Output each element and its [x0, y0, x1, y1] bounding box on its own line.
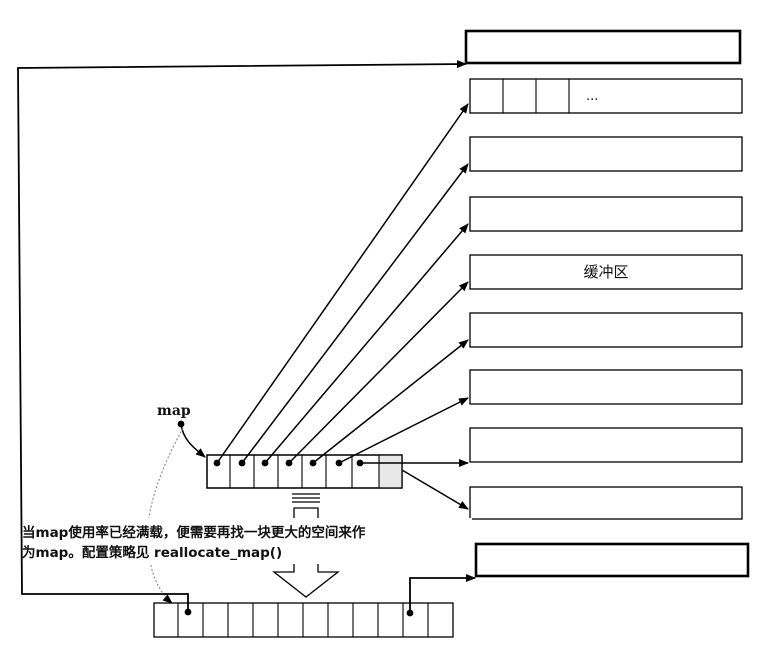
buffer-4-label: 缓冲区 [583, 263, 628, 281]
pointer-node-3 [288, 281, 469, 464]
pointer-node-4 [312, 339, 469, 464]
buffer-3 [469, 196, 743, 232]
node-dot-5 [335, 459, 343, 467]
pointer-new-first [17, 60, 467, 612]
map-pointer-arrow [180, 423, 206, 458]
node-dot-0 [213, 459, 221, 467]
new-buffer [474, 542, 750, 578]
node-dot-4 [309, 459, 317, 467]
pointer-node-1 [241, 163, 469, 464]
buffer-1-label: ... [586, 89, 598, 104]
buffer-5 [469, 312, 743, 348]
note-line-1: 当map使用率已经满载，便需要再找一块更大的空间来作 [22, 524, 366, 541]
node-dot-1 [238, 459, 246, 467]
buffer-7 [469, 427, 743, 463]
buffer-6 [469, 369, 743, 405]
buffer-4: 缓冲区 [469, 254, 743, 290]
buffer-8 [469, 486, 743, 520]
buffer-1: ... [469, 78, 743, 114]
map-redirect-dotted [146, 427, 184, 604]
pointer-new-last [409, 574, 476, 613]
node-dot-6 [356, 459, 364, 467]
buffer-0 [464, 29, 742, 65]
pointer-node-7 [401, 469, 469, 510]
new-map-pointers [17, 60, 476, 617]
map-pointer: map [146, 403, 206, 604]
node-dot-3 [285, 459, 293, 467]
pointer-node-0 [216, 103, 469, 464]
note-line-2: 为map。配置策略见 reallocate_map() [22, 544, 282, 561]
reallocation-note: 当map使用率已经满载，便需要再找一块更大的空间来作 为map。配置策略见 re… [20, 518, 472, 564]
map-label: map [157, 403, 191, 419]
old-map-array [206, 454, 403, 489]
node-dot-2 [261, 459, 269, 467]
node-pointers [213, 103, 469, 510]
pointer-node-5 [338, 397, 469, 464]
pointer-node-2 [264, 223, 469, 464]
new-map-array [153, 602, 454, 638]
buffer-2 [469, 136, 743, 172]
